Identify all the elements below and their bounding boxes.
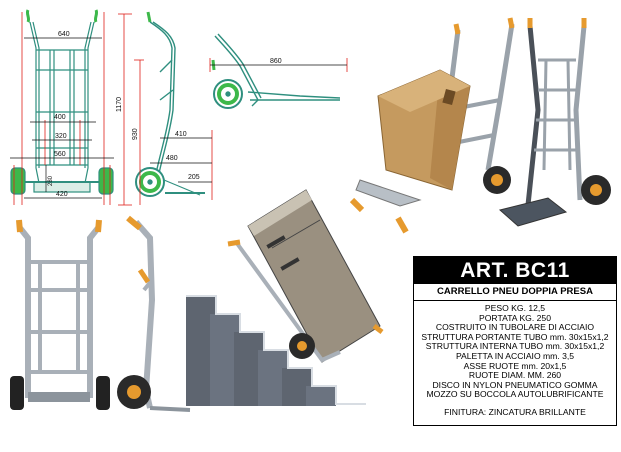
fridge-on-stairs-illustration [186, 189, 384, 406]
finish-note: FINITURA: ZINCATURA BRILLANTE [444, 407, 586, 417]
spec-line: COSTRUITO IN TUBOLARE DI ACCIAIO [435, 322, 595, 333]
front-view-drawing [10, 9, 114, 195]
dim-side-depth: 410 [175, 131, 187, 138]
spec-line: RUOTE DIAM. MM. 260 [468, 370, 562, 381]
spec-line: PESO KG. 12,5 [484, 303, 546, 313]
spec-line: PORTATA KG. 250 [479, 312, 551, 323]
product-name: CARRELLO PNEU DOPPIA PRESA [414, 284, 616, 301]
lying-view-drawing [211, 33, 341, 109]
dim-plate-depth: 205 [188, 174, 200, 181]
front-trolley-photo [10, 219, 110, 410]
side-view-drawing [135, 11, 205, 197]
product-code: ART. BC11 [414, 257, 616, 284]
dim-wheel-depth: 480 [166, 155, 178, 162]
dim-front-width: 640 [58, 31, 70, 38]
dim-total-height: 1170 [116, 97, 123, 112]
spec-line: MOZZO SU BOCCOLA AUTOLUBRIFICANTE [426, 389, 604, 400]
lying-view-dimension-lines [209, 58, 348, 72]
product-spec-box: ART. BC11 CARRELLO PNEU DOPPIA PRESA PES… [413, 256, 617, 426]
empty-trolley-photo [498, 18, 611, 227]
dim-inner-mid: 320 [55, 133, 67, 140]
dim-lying-length: 860 [270, 58, 282, 65]
dim-inner-top: 400 [54, 114, 66, 121]
front-view-measure-lines [10, 37, 114, 199]
side-trolley-photo [117, 215, 191, 412]
dim-plate-height: 280 [48, 175, 54, 186]
spec-line: ASSE RUOTE mm. 20x1,5 [463, 360, 567, 371]
spec-line: DISCO IN NYLON PNEUMATICO GOMMA [432, 379, 598, 390]
front-view-dimension-lines [13, 12, 111, 205]
side-view-measure-lines [150, 137, 212, 183]
spec-line: STRUTTURA INTERNA TUBO mm. 30x15x1,2 [425, 341, 605, 352]
dim-base-width: 420 [56, 191, 68, 198]
dim-side-height: 930 [132, 128, 139, 140]
dim-handle-span: 560 [54, 151, 66, 158]
spec-list: PESO KG. 12,5 PORTATA KG. 250 COSTRUITO … [414, 303, 616, 400]
spec-line: PALETTA IN ACCIAIO mm. 3,5 [455, 350, 575, 361]
side-view-dimension-lines [118, 13, 213, 206]
trolley-with-box-photo [349, 17, 515, 234]
spec-line: STRUTTURA PORTANTE TUBO mm. 30x15x1,2 [421, 331, 609, 342]
